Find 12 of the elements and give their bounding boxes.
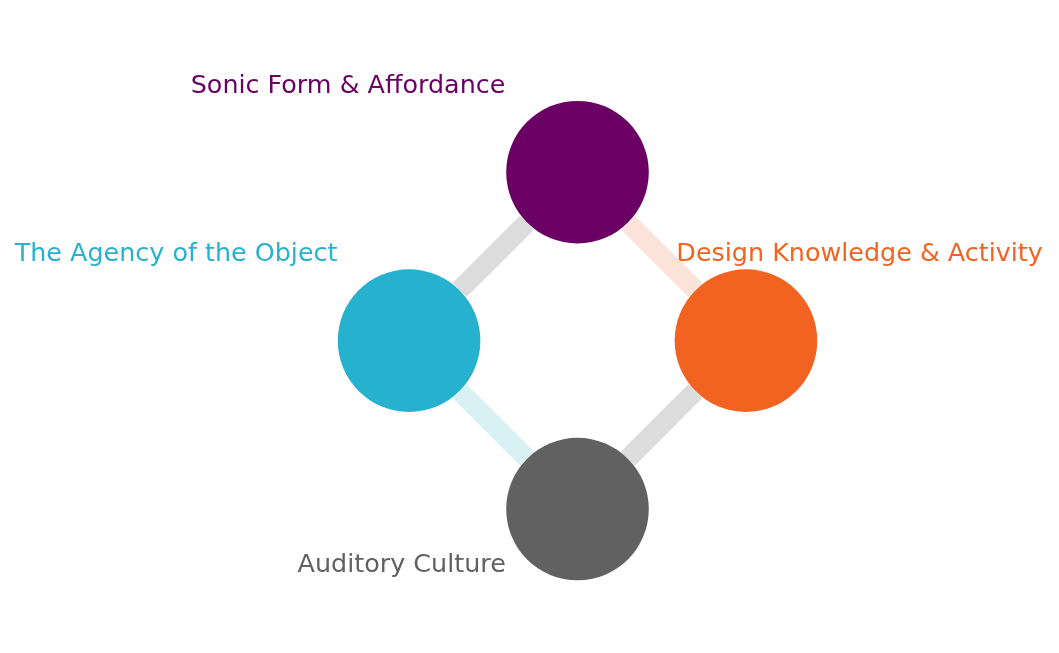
node-label: The Agency of the Object [14,237,338,268]
node-circle [337,269,481,412]
connector [621,384,703,466]
node-label: Auditory Culture [297,548,506,579]
connector [452,384,534,466]
connector [621,215,703,298]
node-circle [506,100,649,244]
node-label: Sonic Form & Affordance [190,68,506,99]
node-label: Design Knowledge & Activity [676,237,1043,268]
connector [452,215,534,298]
node-circle [506,437,649,581]
node-circle [674,269,818,412]
